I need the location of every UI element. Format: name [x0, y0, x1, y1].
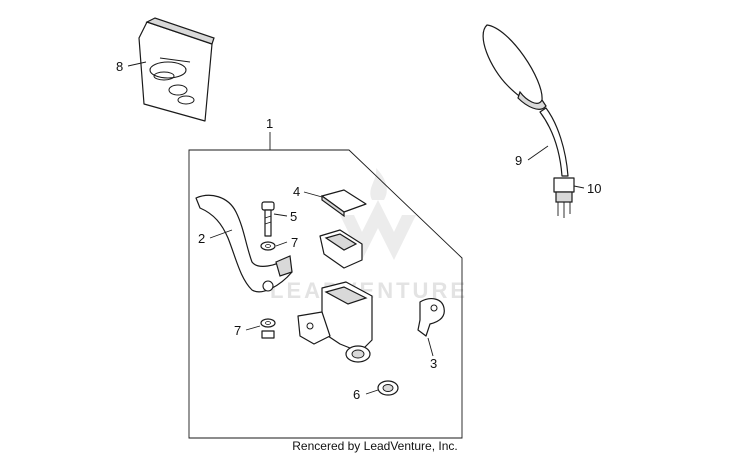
- callout-6: 6: [353, 387, 360, 402]
- callout-5: 5: [290, 209, 297, 224]
- part-2-brake-lever: [195, 194, 293, 293]
- part-1-master-cylinder: [297, 281, 373, 363]
- callout-3: 3: [430, 356, 437, 371]
- callout-7-lower: 7: [234, 323, 241, 338]
- part-3-clamp: [417, 298, 445, 337]
- watermark-flame-icon: [370, 168, 387, 200]
- callout-labels: 8 1 2 4 5 7 7 6 3 9 10: [116, 59, 601, 402]
- part-10-mirror-nut: [553, 177, 575, 218]
- part-4-reservoir-cap: [319, 189, 367, 269]
- callout-1: 1: [266, 116, 273, 131]
- callout-10: 10: [587, 181, 601, 196]
- part-5-pivot-bolt: [261, 201, 275, 237]
- callout-7-upper: 7: [291, 235, 298, 250]
- part-9-mirror: [482, 24, 569, 177]
- assembly-outline: [188, 149, 463, 439]
- part-7-washer-upper: [260, 241, 276, 251]
- callout-4: 4: [293, 184, 300, 199]
- render-credit: Rencered by LeadVenture, Inc.: [292, 439, 458, 453]
- part-8-sticker-sheet: [138, 17, 215, 122]
- callout-8: 8: [116, 59, 123, 74]
- part-7-washer-lower: [260, 318, 276, 339]
- callout-9: 9: [515, 153, 522, 168]
- part-6-boot: [377, 380, 399, 396]
- callout-2: 2: [198, 231, 205, 246]
- leader-lines: [127, 61, 585, 395]
